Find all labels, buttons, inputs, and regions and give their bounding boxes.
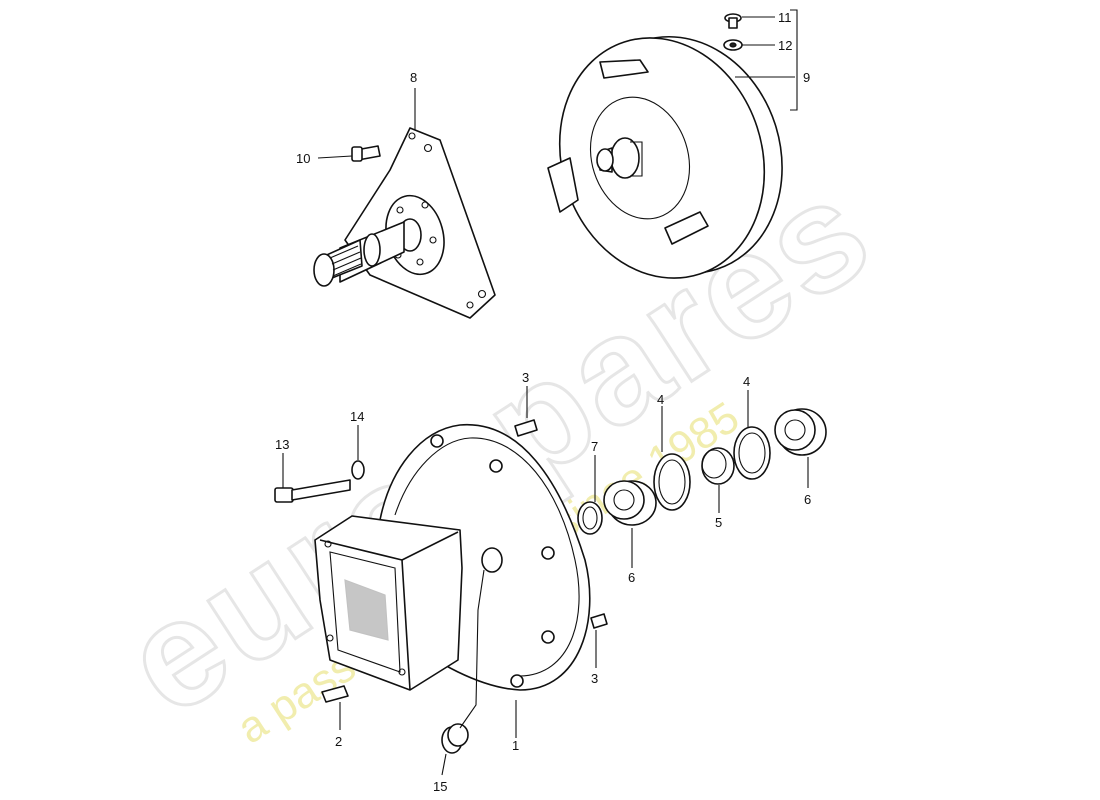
part-8-drive-plate: [313, 127, 496, 319]
callout-7: 7: [591, 439, 598, 454]
part-13-bolt: [274, 479, 351, 503]
part-4-snap-ring-right: [733, 426, 771, 480]
part-5-sleeve: [701, 447, 735, 485]
part-3-dowel-lower: [590, 613, 608, 629]
part-3-dowel-upper: [514, 419, 538, 437]
callout-4-right: 4: [743, 374, 750, 389]
callout-4-left: 4: [657, 392, 664, 407]
part-6-bearing-left: [603, 480, 657, 526]
part-4-snap-ring-left: [653, 453, 691, 511]
callout-labels: 1 2 3 3 4 4 5 6 6 7 8 9 10 11 12 13 14 1…: [275, 10, 811, 794]
callout-13: 13: [275, 437, 289, 452]
callout-11: 11: [778, 10, 792, 25]
part-12-washer: [723, 39, 743, 51]
part-15-plug: [441, 723, 469, 754]
part-10-bolt: [351, 145, 381, 162]
callout-3-upper: 3: [522, 370, 529, 385]
part-14-washer: [351, 460, 365, 480]
callout-8: 8: [410, 70, 417, 85]
callout-6-right: 6: [804, 492, 811, 507]
part-7-circlip: [577, 501, 603, 535]
part-1-converter-housing: [274, 419, 608, 754]
callout-2: 2: [335, 734, 342, 749]
callout-12: 12: [778, 38, 792, 53]
callout-6-left: 6: [628, 570, 635, 585]
callout-1: 1: [512, 738, 519, 753]
part-2-dowel-pin: [321, 685, 349, 703]
callout-10: 10: [296, 151, 310, 166]
part-11-screw: [724, 13, 742, 29]
callout-9: 9: [803, 70, 810, 85]
callout-15: 15: [433, 779, 447, 794]
callout-3-lower: 3: [591, 671, 598, 686]
part-6-bearing-right: [774, 408, 827, 456]
callout-14: 14: [350, 409, 364, 424]
part-9-torque-converter: [547, 13, 783, 279]
leader-lines: [282, 9, 809, 776]
callout-5: 5: [715, 515, 722, 530]
